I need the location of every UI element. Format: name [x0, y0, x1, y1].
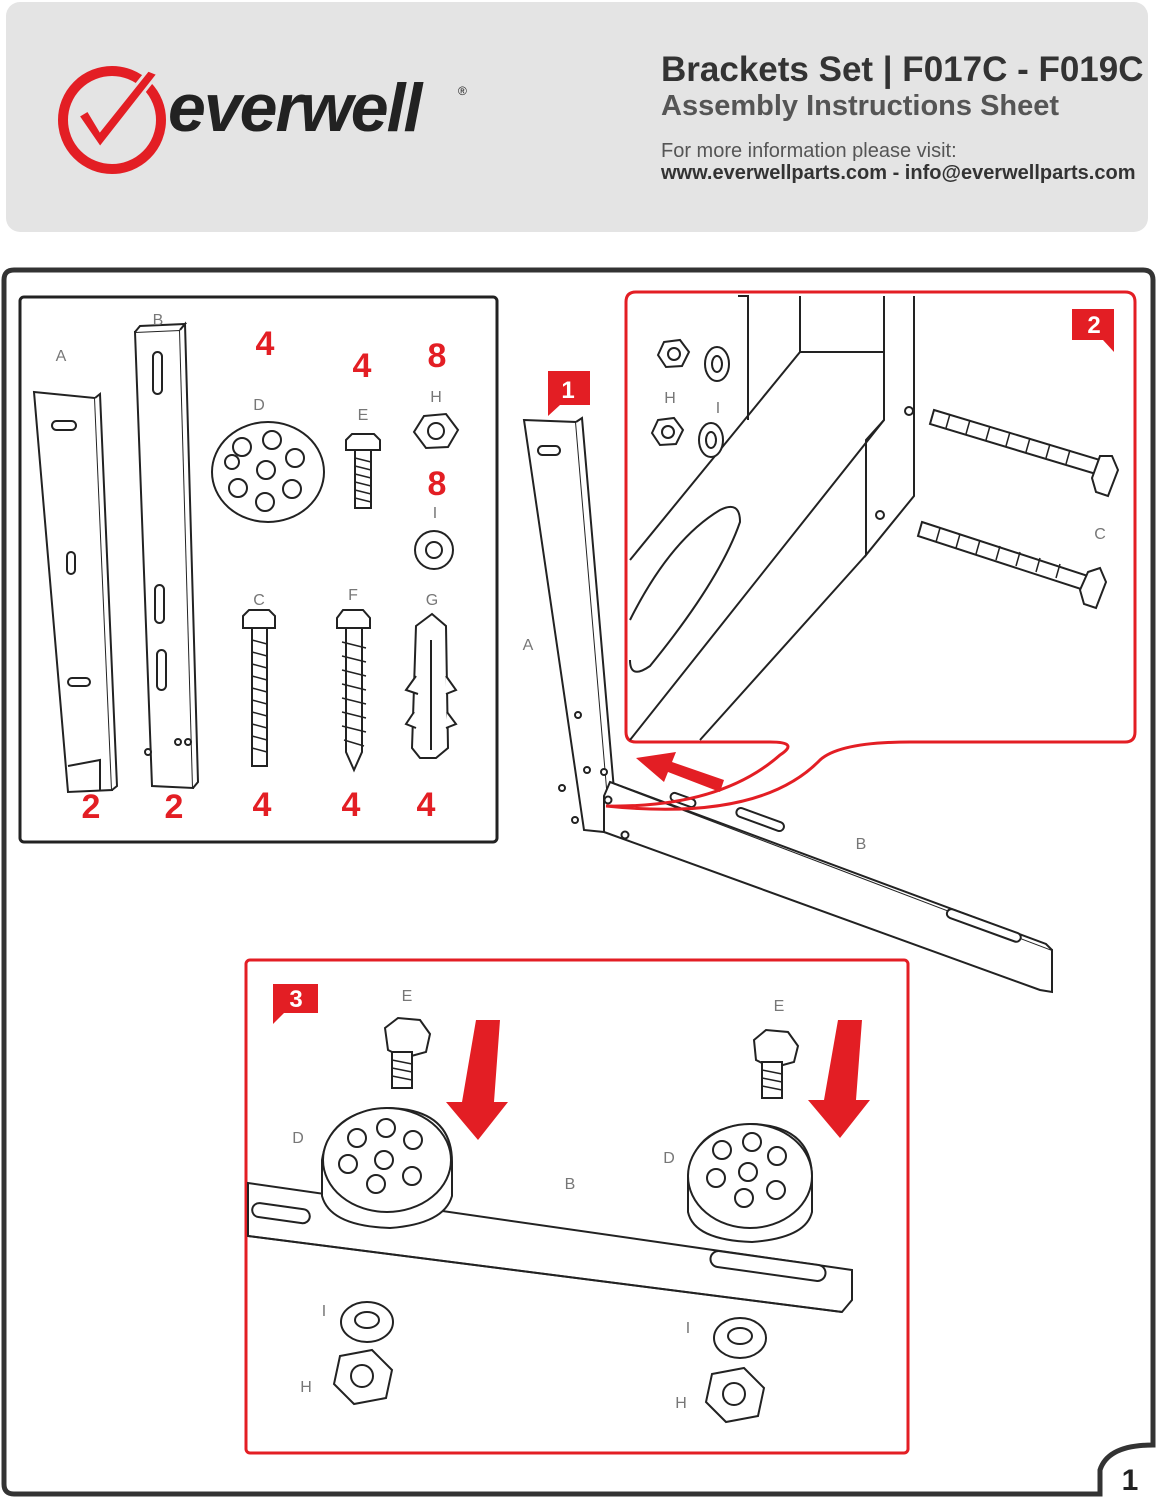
page-number: 1: [1122, 1464, 1139, 1497]
part-f-label: F: [348, 587, 358, 604]
step-2-bolts-icon: [916, 408, 1120, 610]
step-3-label-h-right: H: [675, 1395, 687, 1412]
brand-wordmark: everwell: [168, 70, 422, 146]
step-3-bolt-right-icon: [752, 1028, 800, 1099]
svg-text:1: 1: [561, 377, 574, 404]
step-1-badge: 1: [548, 371, 590, 416]
step-1-label-b: B: [856, 836, 867, 853]
rubber-foot-icon: [211, 421, 325, 523]
part-g-qty: 4: [417, 786, 436, 824]
step-1-diagram: 1 A B: [522, 371, 1053, 994]
down-arrow-left-icon: [446, 1020, 508, 1140]
part-i-label: I: [433, 505, 437, 522]
part-d-qty: 4: [256, 325, 275, 363]
part-b-qty: 2: [165, 788, 184, 826]
step-2-nuts-icon: [650, 338, 730, 458]
page-title: Brackets Set | F017C - F019C: [661, 50, 1144, 89]
step-2-badge: 2: [1072, 309, 1114, 352]
part-d-label: D: [253, 397, 265, 414]
svg-text:3: 3: [289, 986, 302, 1013]
part-a-qty: 2: [82, 788, 101, 826]
step-3-label-i-left: I: [322, 1303, 326, 1320]
short-bolt-icon: [345, 433, 381, 509]
support-arm-icon: [133, 321, 200, 790]
part-c-label: C: [253, 592, 265, 609]
step-3-foot-left-icon: [321, 1106, 453, 1230]
step-3-label-i-right: I: [686, 1320, 690, 1337]
step-3-label-b: B: [565, 1176, 576, 1193]
part-b-label: B: [153, 312, 164, 329]
part-f-qty: 4: [342, 786, 361, 824]
step-3-bolt-left-icon: [383, 1016, 432, 1089]
part-a-label: A: [56, 348, 67, 365]
trademark-symbol: ®: [458, 84, 467, 98]
contact-info: www.everwellparts.com - info@everwellpar…: [661, 162, 1136, 184]
step-3-label-e-right: E: [774, 998, 785, 1015]
lag-screw-icon: [336, 609, 371, 773]
main-frame: [1, 267, 1156, 1497]
step-3-nut-left-icon: [332, 1348, 394, 1406]
part-h-qty: 8: [428, 337, 447, 375]
step-3-label-d-right: D: [663, 1150, 675, 1167]
step-2-label-h: H: [664, 390, 676, 407]
step-3-badge: 3: [273, 984, 318, 1024]
wall-anchor-icon: [404, 612, 458, 759]
bracket-joint-closeup: [629, 295, 915, 741]
down-arrow-right-icon: [808, 1020, 870, 1138]
parts-panel: A 2 B 2 4 D 4 E: [18, 295, 499, 844]
header-panel: everwell ® Brackets Set | F017C - F019C …: [6, 2, 1148, 232]
page-subtitle: Assembly Instructions Sheet: [661, 90, 1060, 122]
part-e-label: E: [358, 407, 369, 424]
step-3-label-d-left: D: [292, 1130, 304, 1147]
wall-bracket-icon: [32, 390, 119, 794]
washer-icon: [414, 530, 454, 570]
part-i-qty: 8: [428, 465, 447, 503]
part-c-qty: 4: [253, 786, 272, 824]
step-3-nut-right-icon: [704, 1366, 766, 1424]
hex-nut-icon: [412, 412, 460, 450]
assembled-bracket-icon: [522, 416, 1053, 994]
step-3-foot-right-icon: [687, 1122, 813, 1244]
step-2-label-i: I: [716, 400, 720, 417]
step-3-label-h-left: H: [300, 1379, 312, 1396]
insert-arrow-icon: [636, 752, 724, 792]
step-3-washer-left-icon: [340, 1301, 394, 1343]
step-1-label-a: A: [523, 637, 534, 654]
part-e-qty: 4: [353, 347, 372, 385]
step-2-zoom-panel: 2 H I C: [605, 290, 1137, 811]
visit-text: For more information please visit:: [661, 140, 957, 162]
step-3-label-e-left: E: [402, 988, 413, 1005]
part-h-label: H: [430, 389, 442, 406]
step-3-panel: 3 B E D I H E: [244, 958, 910, 1455]
svg-text:2: 2: [1087, 312, 1100, 339]
part-g-label: G: [426, 592, 438, 609]
step-3-washer-right-icon: [713, 1317, 767, 1359]
step-2-label-c: C: [1094, 526, 1106, 543]
checkmark-logo-icon: [58, 66, 166, 174]
long-bolt-icon: [242, 609, 276, 767]
